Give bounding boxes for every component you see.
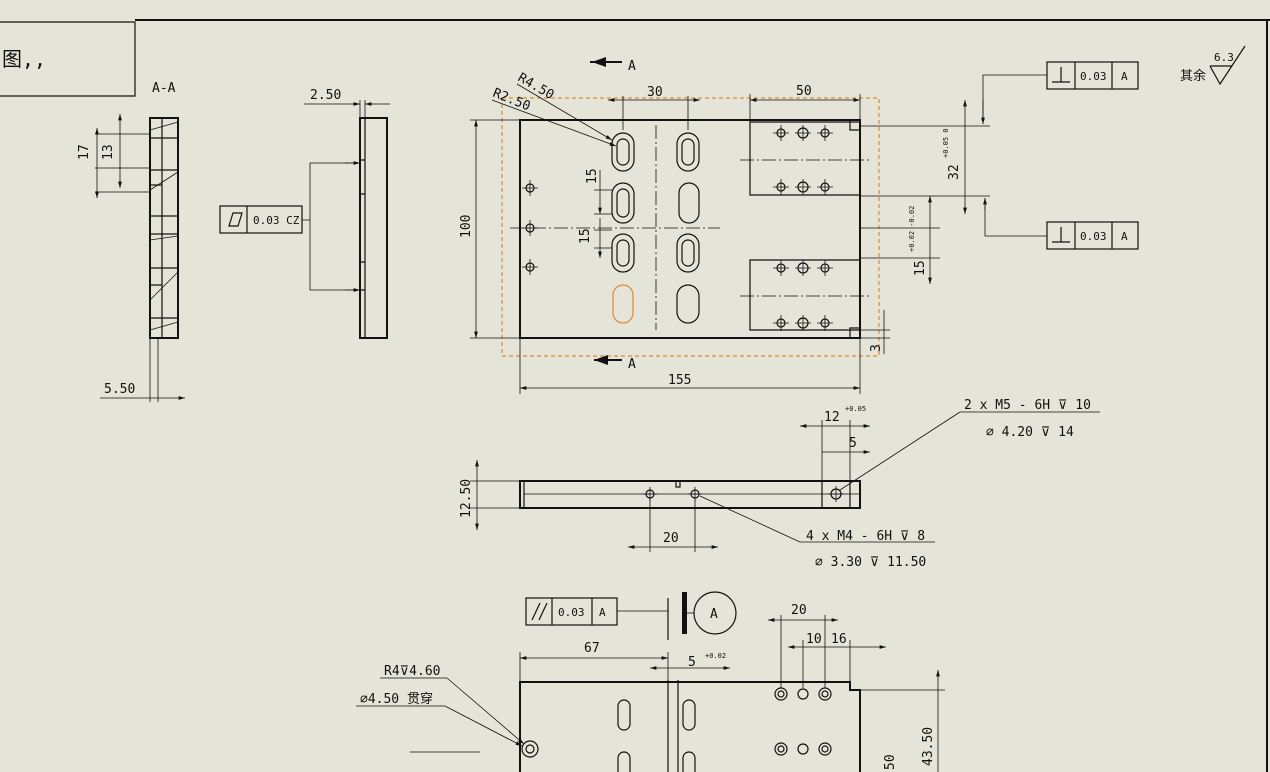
dim-17: 17 xyxy=(77,144,92,160)
dim-155: 155 xyxy=(668,373,691,388)
dim-20: 20 xyxy=(663,531,679,546)
tol-32: +0.05 0 xyxy=(942,128,950,158)
dim-100: 100 xyxy=(459,215,474,238)
slot-group xyxy=(611,132,700,324)
dim-13: 13 xyxy=(101,144,116,160)
top-view: A A R4.50 R2.50 30 50 100 15 15 155 3 xyxy=(459,57,990,394)
perp-value-1: 0.03 xyxy=(1080,70,1107,83)
datum-label: A xyxy=(710,607,718,622)
dim-50-bottom: 50 xyxy=(883,754,898,770)
perp-datum-1: A xyxy=(1121,70,1128,83)
selection-box xyxy=(501,97,880,357)
dim-12: 12 xyxy=(824,410,840,425)
roughness-value: 6.3 xyxy=(1214,51,1234,64)
parallel-datum: A xyxy=(599,606,606,619)
dim-20-bottom: 20 xyxy=(791,603,807,618)
tol-15-right: +0.02 -0.02 xyxy=(908,206,916,252)
parallelism-frame xyxy=(525,597,618,626)
dim-15-a: 15 xyxy=(585,168,600,184)
perp-datum-2: A xyxy=(1121,230,1128,243)
bottom-view: 0.03 A A 67 5 +0.02 20 10 16 43.50 50 xyxy=(356,591,945,772)
dim-16: 16 xyxy=(831,632,847,647)
section-view-a-a: A-A 17 13 5.50 xyxy=(77,81,185,402)
dim-2-50: 2.50 xyxy=(310,88,341,103)
dim-50: 50 xyxy=(796,84,812,99)
flatness-value: 0.03 CZ xyxy=(253,214,300,227)
title-block-text: 图,, xyxy=(2,47,46,71)
tol-5-bottom: +0.02 xyxy=(705,652,726,660)
section-mark-top: A xyxy=(628,59,636,74)
perp-value-2: 0.03 xyxy=(1080,230,1107,243)
flatness-frame xyxy=(219,205,303,234)
section-mark-bottom: A xyxy=(628,357,636,372)
surface-roughness: 6.3 其余 xyxy=(1180,45,1246,86)
dim-r2-50: R2.50 xyxy=(491,86,533,115)
roughness-note: 其余 xyxy=(1180,68,1206,84)
hole-note: ∅4.50 贯穿 xyxy=(360,691,433,707)
dim-5-bottom: 5 xyxy=(688,655,696,670)
note-m4: 4 x M4 - 6H ⊽ 8 xyxy=(806,529,925,544)
dim-32: 32 xyxy=(947,164,962,180)
dim-5-50: 5.50 xyxy=(104,382,135,397)
dim-10: 10 xyxy=(806,632,822,647)
dim-30: 30 xyxy=(647,85,663,100)
perpendicularity-control-2: 0.03 A xyxy=(983,198,1139,250)
dim-15-right: 15 xyxy=(913,260,928,276)
flatness-icon xyxy=(228,212,243,227)
note-m4-drill: ∅ 3.30 ⊽ 11.50 xyxy=(815,555,926,570)
dim-12-50: 12.50 xyxy=(459,479,474,518)
dim-43-50: 43.50 xyxy=(921,727,936,766)
note-m5: 2 x M5 - 6H ⊽ 10 xyxy=(964,398,1091,413)
dim-5: 5 xyxy=(849,436,857,451)
tol-12: +0.05 xyxy=(845,405,866,413)
side-view: 2.50 0.03 CZ xyxy=(219,88,390,339)
datum-circle xyxy=(693,591,737,635)
hole-group xyxy=(522,125,833,331)
sheet-frame: 图,, xyxy=(0,19,1270,772)
section-label: A-A xyxy=(152,81,176,96)
dim-67: 67 xyxy=(584,641,600,656)
front-view: 12.50 20 12 +0.05 5 2 x M5 - 6H ⊽ 10 ∅ 4… xyxy=(459,398,1100,570)
note-m5-drill: ∅ 4.20 ⊽ 14 xyxy=(986,425,1074,440)
parallel-value: 0.03 xyxy=(558,606,585,619)
r4-note: R4⊽4.60 xyxy=(384,664,440,679)
perpendicular-icon-2 xyxy=(1052,227,1070,243)
dim-15-b: 15 xyxy=(578,228,593,244)
parallel-icon xyxy=(531,602,548,621)
perpendicular-icon xyxy=(1052,67,1070,83)
perpendicularity-control-1: 0.03 A xyxy=(981,61,1139,124)
dim-3: 3 xyxy=(869,344,884,352)
